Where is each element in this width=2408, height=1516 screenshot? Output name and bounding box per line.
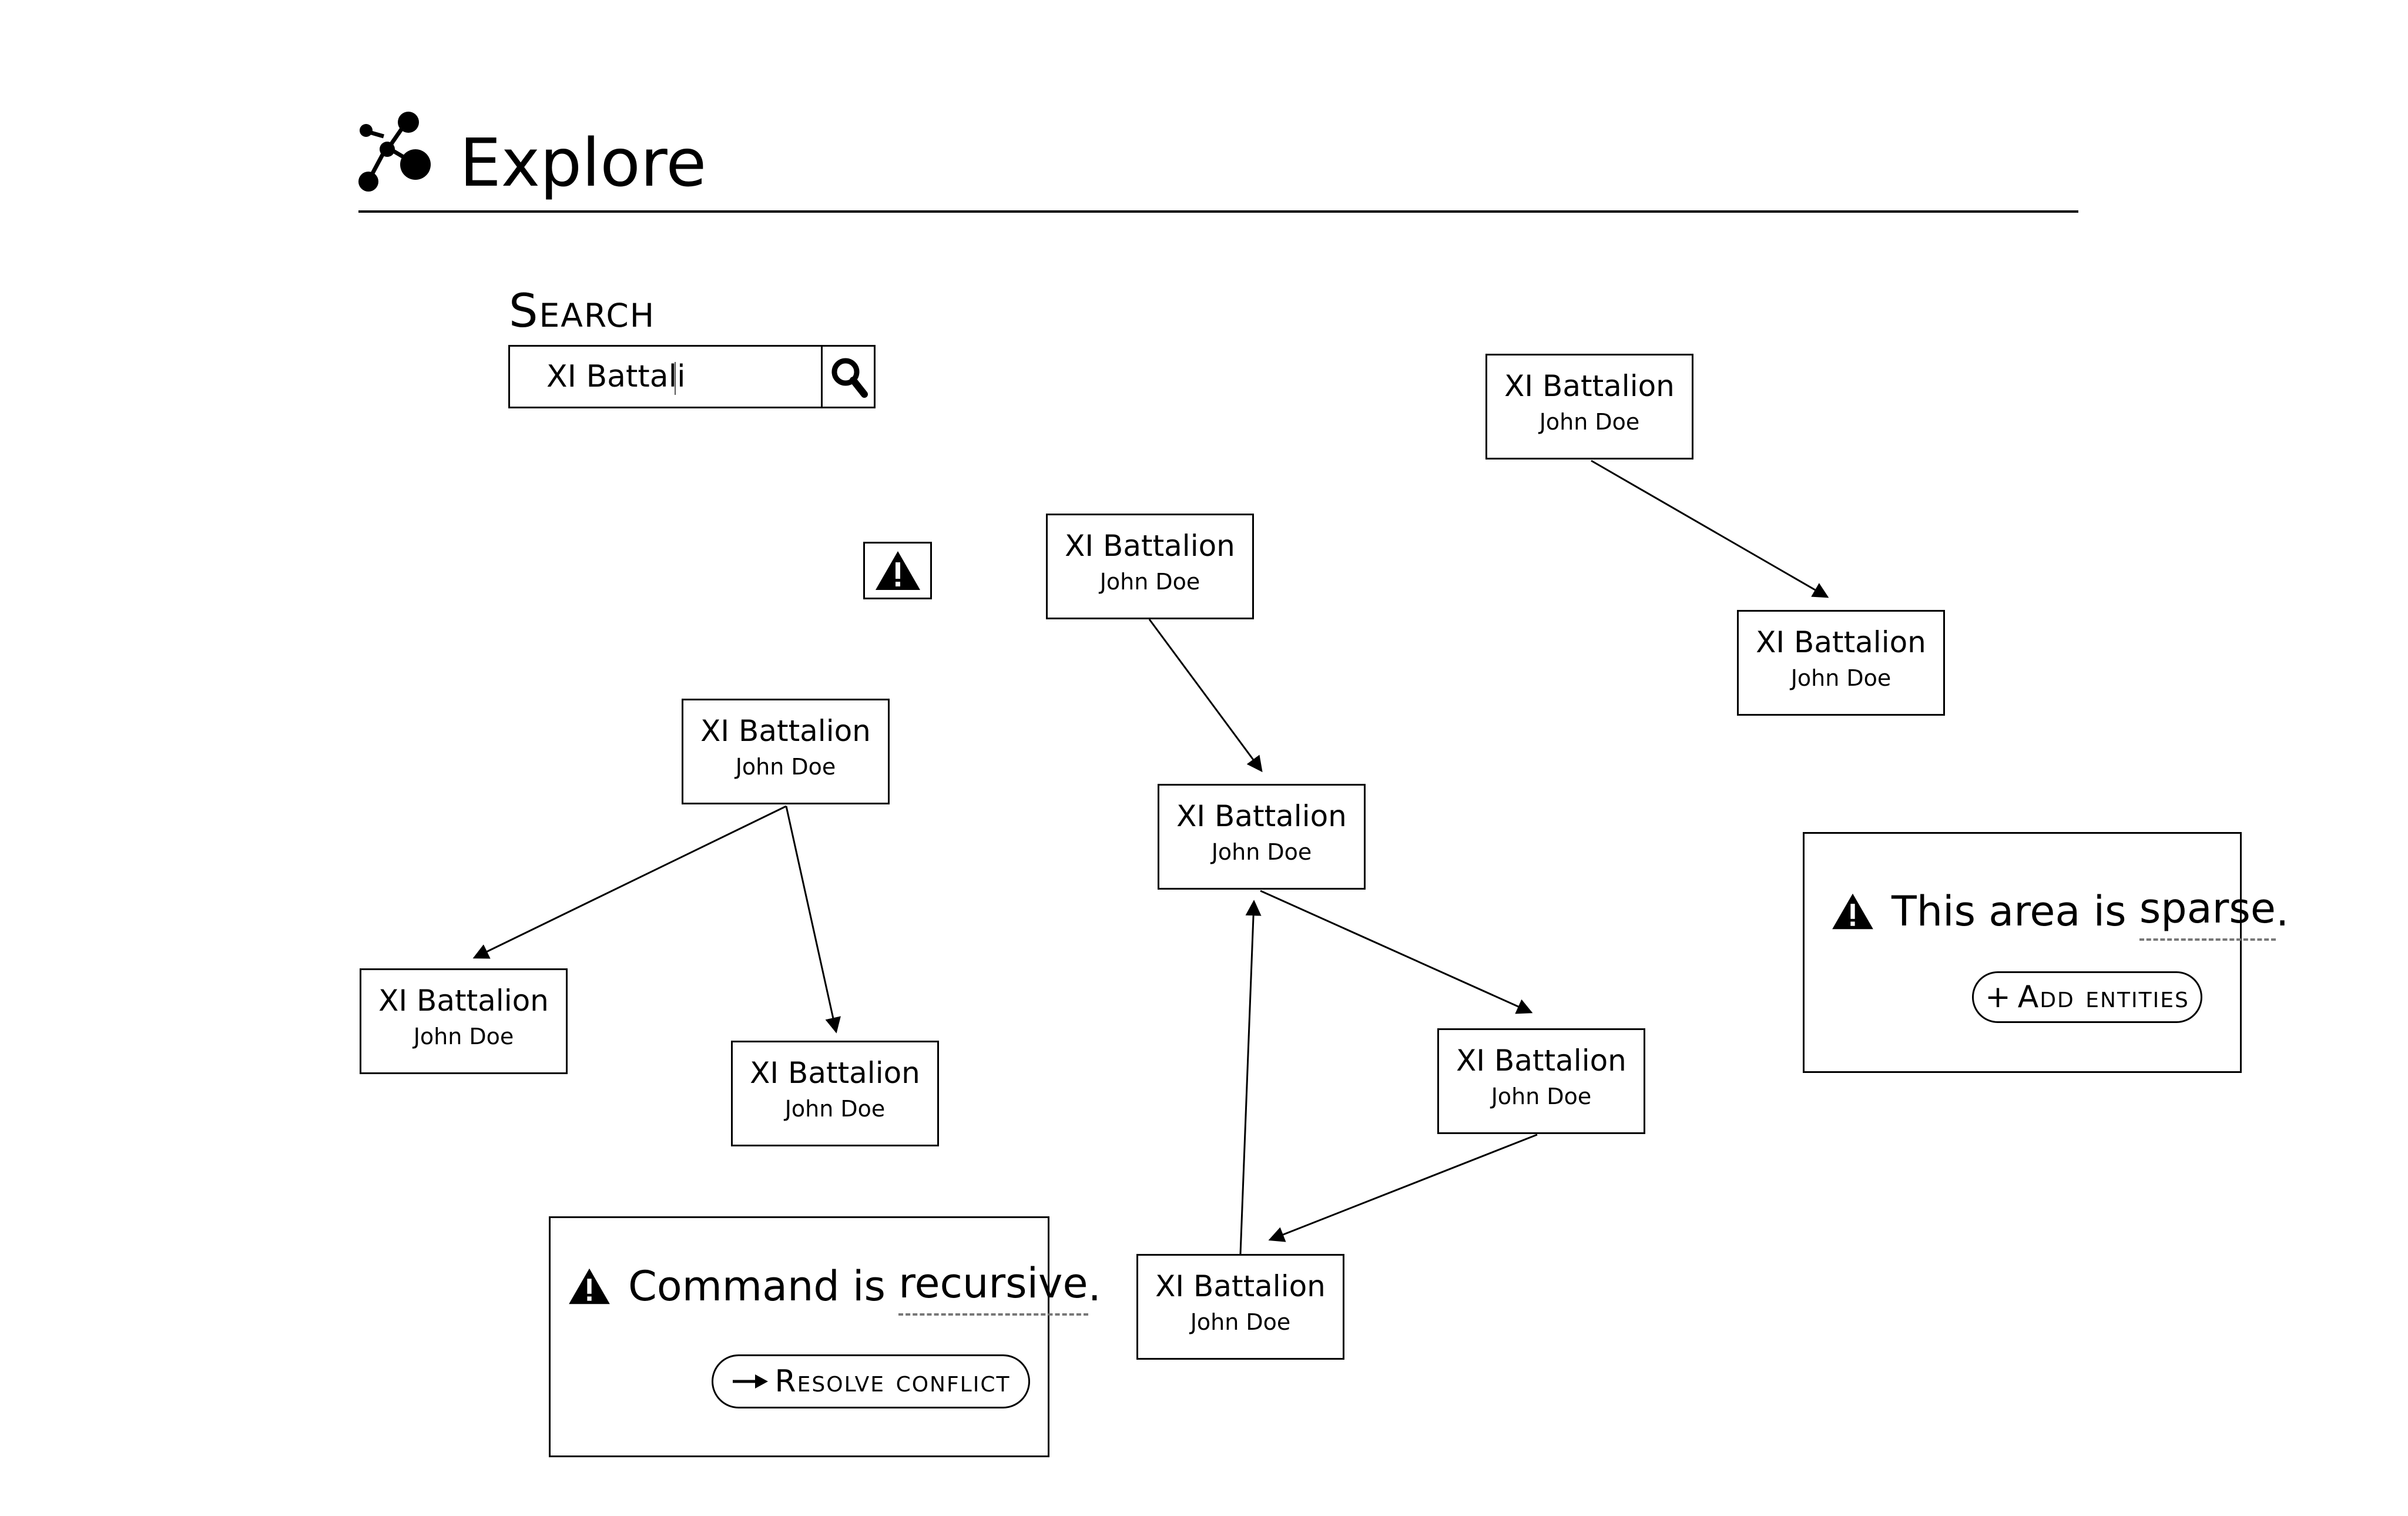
graph-edge <box>472 805 787 959</box>
warning-indicator[interactable] <box>863 542 932 599</box>
resolve-conflict-button[interactable]: Resolve conflict <box>712 1354 1030 1408</box>
graph-edge <box>1260 890 1533 1014</box>
node-title: XI Battalion <box>1504 369 1675 403</box>
node-title: XI Battalion <box>1155 1269 1326 1303</box>
search-button[interactable] <box>821 347 874 407</box>
node-subtitle: John Doe <box>1491 1084 1592 1109</box>
alert-message: Command is <box>628 1262 899 1310</box>
warning-icon <box>569 1268 610 1304</box>
node-subtitle: John Doe <box>413 1024 514 1049</box>
graph-edge <box>1268 1133 1538 1242</box>
node-title: XI Battalion <box>1176 799 1347 833</box>
node-subtitle: John Doe <box>784 1096 886 1122</box>
node-subtitle: John Doe <box>1539 409 1640 435</box>
node-title: XI Battalion <box>1065 529 1235 563</box>
graph-edge <box>1591 460 1829 598</box>
page-title: Explore <box>460 125 707 202</box>
alert-keyword: recursive <box>898 1257 1088 1316</box>
header-divider <box>358 210 2078 213</box>
sparse-area-alert: This area is sparse. + Add entities <box>1803 832 2289 1073</box>
arrow-right-icon <box>732 1373 769 1390</box>
graph-edge <box>785 806 841 1034</box>
node-subtitle: John Doe <box>1790 665 1891 691</box>
node-title: XI Battalion <box>378 984 549 1018</box>
node-subtitle: John Doe <box>1211 839 1312 865</box>
search-input[interactable] <box>510 347 824 407</box>
recursive-command-alert: Command is recursive. Resolve conflict <box>549 1216 1101 1457</box>
node-subtitle: John Doe <box>1099 569 1200 595</box>
search-label: Search <box>509 285 656 338</box>
add-entities-label: Add entities <box>2017 980 2189 1015</box>
alert-message-end: . <box>1088 1262 1101 1310</box>
alert-keyword: sparse <box>2139 882 2276 941</box>
plus-icon: + <box>1985 980 2012 1015</box>
node-subtitle: John Doe <box>1190 1309 1291 1335</box>
node-title: XI Battalion <box>1456 1044 1626 1078</box>
node-subtitle: John Doe <box>735 754 836 780</box>
node-title: XI Battalion <box>700 714 871 748</box>
text-caret <box>675 362 676 395</box>
node-title: XI Battalion <box>1756 625 1926 659</box>
graph-edge <box>1148 619 1263 773</box>
search-box <box>508 345 876 408</box>
warning-icon <box>875 551 920 590</box>
search-icon <box>831 358 868 398</box>
add-entities-button[interactable]: + Add entities <box>1972 971 2202 1023</box>
resolve-conflict-label: Resolve conflict <box>774 1364 1011 1399</box>
network-graph-icon <box>358 112 431 192</box>
graph-edge <box>1239 900 1262 1255</box>
alert-message: This area is <box>1891 887 2139 935</box>
warning-icon <box>1832 893 1873 930</box>
alert-message-end: . <box>2275 887 2289 935</box>
node-title: XI Battalion <box>750 1056 920 1090</box>
